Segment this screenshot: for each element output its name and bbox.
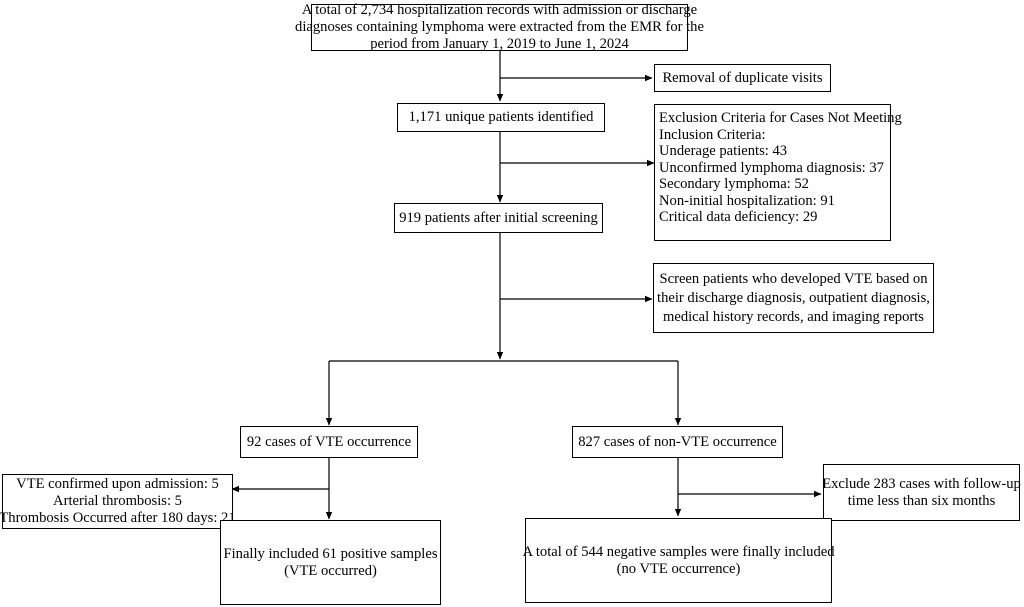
box-line: period from January 1, 2019 to June 1, 2… [370,36,629,52]
box-line: (VTE occurred) [284,562,377,579]
box-line: time less than six months [847,492,996,509]
negative-samples-box: A total of 544 negative samples were fin… [522,518,835,603]
box-line: 1,171 unique patients identified [408,109,594,125]
box-line: their discharge diagnosis, outpatient di… [657,289,930,306]
box-line: Thrombosis Occurred after 180 days: 21 [0,510,236,526]
box-line: Exclude 283 cases with follow-up [822,475,1021,492]
box-line: Critical data deficiency: 29 [659,209,818,225]
box-line: 827 cases of non-VTE occurrence [578,433,777,450]
unique-patients-box: 1,171 unique patients identified [397,103,605,132]
box-line: Exclusion Criteria for Cases Not Meeting [659,110,902,126]
box-line: Unconfirmed lymphoma diagnosis: 37 [659,159,884,176]
box-line: Underage patients: 43 [659,143,788,159]
records-extracted-box: A total of 2,734 hospitalization records… [295,2,704,52]
box-line: Non-initial hospitalization: 91 [659,192,835,209]
initial-screening-box: 919 patients after initial screening [394,203,603,233]
box-line: A total of 2,734 hospitalization records… [301,2,698,18]
vte-excluded-box: VTE confirmed upon admission: 5 Arterial… [0,474,236,529]
box-line: Finally included 61 positive samples [223,545,438,562]
exclusion-criteria-box: Exclusion Criteria for Cases Not Meeting… [654,104,902,241]
box-line: Removal of duplicate visits [662,69,823,86]
vte-cases-box: 92 cases of VTE occurrence [240,426,418,458]
box-line: Screen patients who developed VTE based … [659,270,928,287]
box-line: Arterial thrombosis: 5 [53,493,182,509]
followup-excluded-box: Exclude 283 cases with follow-up time le… [822,464,1021,521]
positive-samples-box: Finally included 61 positive samples (VT… [220,520,441,605]
box-line: Secondary lymphoma: 52 [659,176,809,192]
box-line: diagnoses containing lymphoma were extra… [295,19,704,35]
box-line: A total of 544 negative samples were fin… [522,543,835,560]
nonvte-cases-box: 827 cases of non-VTE occurrence [572,426,783,458]
vte-screening-box: Screen patients who developed VTE based … [653,263,934,333]
removal-duplicates-box: Removal of duplicate visits [654,64,831,92]
box-line: Inclusion Criteria: [659,126,766,143]
box-line: 92 cases of VTE occurrence [246,433,412,450]
box-line: 919 patients after initial screening [399,209,598,226]
box-line: (no VTE occurrence) [616,560,741,577]
box-line: medical history records, and imaging rep… [663,308,924,325]
box-line: VTE confirmed upon admission: 5 [16,476,219,492]
